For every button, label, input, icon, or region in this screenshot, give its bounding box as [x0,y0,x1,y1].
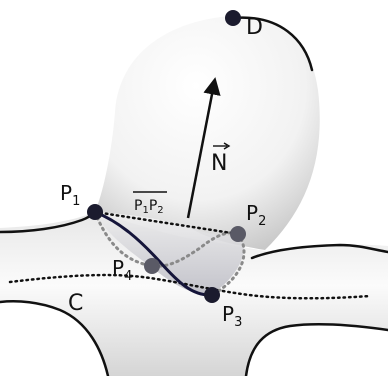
label-p1: P1 [60,181,80,209]
point-d [225,10,241,26]
label-curve-c: C [68,291,83,316]
point-p3 [204,287,220,303]
point-p4 [144,258,160,274]
head-surface [95,16,320,250]
label-d: D [246,15,263,40]
label-normal: N [211,151,227,176]
point-p1 [87,204,103,220]
point-p2 [230,226,246,242]
